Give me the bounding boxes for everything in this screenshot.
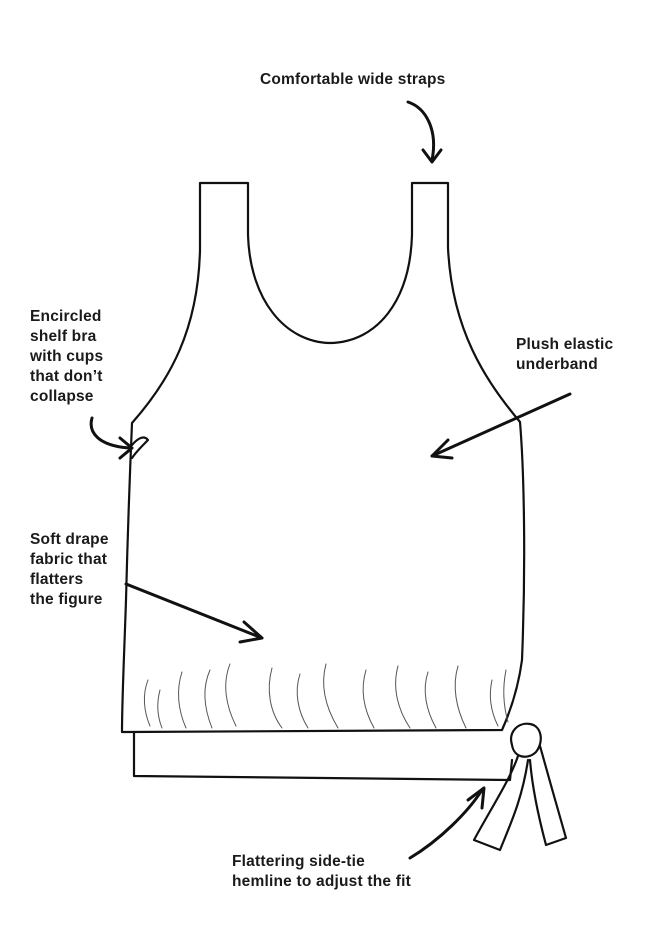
arrow-side-tie (408, 786, 486, 860)
arrow-straps (406, 100, 443, 164)
callout-underband: Plush elastic underband (516, 335, 613, 375)
side-tie-knot (510, 722, 542, 758)
side-tie-ribbon-right (528, 744, 568, 847)
callout-shelf-bra-line-3: with cups (30, 348, 104, 365)
arrow-fabric (124, 582, 264, 644)
callout-fabric-line-3: flatters (30, 571, 84, 588)
arrow-shelf-bra (89, 416, 134, 460)
cup-seam (130, 436, 150, 460)
tank-top-outline (120, 181, 526, 734)
callout-fabric: Soft drape fabric that flatters the figu… (30, 530, 109, 610)
callout-fabric-line-4: the figure (30, 591, 103, 608)
callout-fabric-line-2: fabric that (30, 551, 108, 568)
gather-folds (143, 663, 509, 729)
callout-underband-line-2: underband (516, 356, 598, 373)
callout-side-tie: Flattering side-tie hemline to adjust th… (232, 852, 411, 892)
callout-fabric-line-1: Soft drape (30, 531, 109, 548)
callout-side-tie-line-2: hemline to adjust the fit (232, 873, 411, 890)
callout-shelf-bra-line-4: that don’t (30, 368, 103, 385)
callout-straps-line-1: Comfortable wide straps (260, 71, 446, 88)
callout-shelf-bra-line-5: collapse (30, 388, 94, 405)
callout-shelf-bra-line-1: Encircled (30, 308, 102, 325)
arrow-underband (430, 392, 572, 460)
side-tie-ribbon-left (472, 754, 530, 852)
hem-band (132, 730, 514, 782)
callout-straps: Comfortable wide straps (260, 70, 445, 90)
callout-side-tie-line-1: Flattering side-tie (232, 853, 365, 870)
callout-underband-line-1: Plush elastic (516, 336, 614, 353)
callout-shelf-bra: Encircled shelf bra with cups that don’t… (30, 307, 103, 407)
callout-shelf-bra-line-2: shelf bra (30, 328, 97, 345)
